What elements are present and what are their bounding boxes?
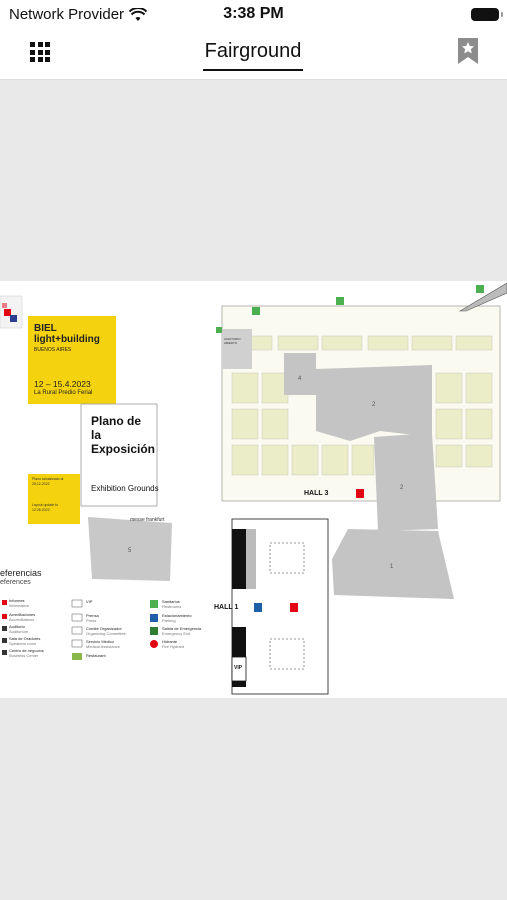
event-venue: La Rural Predio Ferial bbox=[34, 390, 93, 396]
update-note-en: Layout update to 12.28.2022 bbox=[32, 503, 59, 512]
event-brand-line1: BIEL bbox=[34, 323, 57, 334]
pavilion-4-label: 4 bbox=[298, 376, 302, 382]
messe-frankfurt-label: messe frankfurt bbox=[130, 517, 165, 523]
plan-title: Plano de la Exposición bbox=[91, 414, 156, 456]
fairground-map[interactable]: BIEL light+building BUENOS AIRES 12 – 15… bbox=[0, 281, 507, 698]
battery-icon bbox=[471, 8, 503, 21]
grid-menu-icon[interactable] bbox=[30, 42, 50, 62]
event-city: BUENOS AIRES bbox=[34, 347, 72, 353]
plan-subtitle: Exhibition Grounds bbox=[91, 484, 159, 493]
status-bar: Network Provider 3:38 PM bbox=[0, 0, 507, 28]
pavilion-1-label: 1 bbox=[390, 564, 394, 570]
vip-label: VIP bbox=[234, 665, 243, 671]
update-note-es: Plano actualizado al 28.12.2022 bbox=[32, 477, 64, 486]
carrier-label: Network Provider bbox=[9, 6, 125, 23]
wifi-icon bbox=[129, 7, 148, 21]
pavilion-2-label: 2 bbox=[372, 402, 376, 408]
page-title: Fairground bbox=[203, 40, 303, 71]
legend-item: VIP bbox=[86, 599, 93, 604]
navigation-bar: Fairground bbox=[0, 28, 507, 80]
references-heading-en: eferences bbox=[0, 579, 31, 586]
bookmark-star-icon[interactable] bbox=[458, 38, 478, 64]
event-dates: 12 – 15.4.2023 bbox=[34, 379, 91, 389]
auditorium-label: AUDITORIO ABIERTO bbox=[224, 337, 241, 345]
event-brand-line2: light+building bbox=[34, 334, 100, 345]
legend-item: Restaurant bbox=[86, 653, 106, 658]
references-heading-es: eferencias bbox=[0, 568, 42, 578]
hall-3-label: HALL 3 bbox=[304, 490, 329, 497]
floor-plan-image bbox=[0, 282, 507, 695]
map-viewer[interactable]: BIEL light+building BUENOS AIRES 12 – 15… bbox=[0, 80, 507, 900]
pavilion-5-label: 5 bbox=[128, 548, 132, 554]
hall-1-label: HALL 1 bbox=[214, 604, 239, 611]
clock: 3:38 PM bbox=[223, 5, 284, 22]
pavilion-2-lower-label: 2 bbox=[400, 485, 404, 491]
